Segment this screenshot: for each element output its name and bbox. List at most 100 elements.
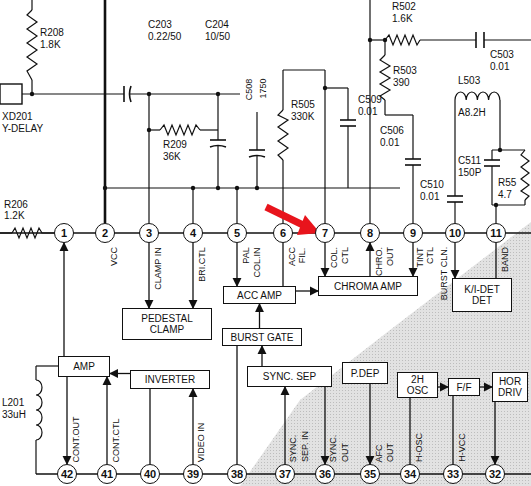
pin-name: COL. [330,247,339,268]
pin-circle: 38 [227,464,247,484]
pin-circle: 7 [315,223,335,243]
junction-dot [147,128,151,132]
pin-number: 10 [449,228,461,239]
resistor-symbol [27,10,37,80]
pin-circle: 8 [360,223,380,243]
pin-name: CTL [341,247,350,264]
component-label: R206 [4,200,28,210]
pin-number: 4 [190,228,196,239]
component-label: 1.2K [4,211,25,221]
pin-name: ACC [288,247,297,266]
pin-number: 32 [489,469,501,480]
signal-line [282,243,283,286]
function-block: SYNC. SEP [247,366,332,387]
wiring [495,205,496,223]
junction-dot [255,186,259,190]
component-label: R505 [291,100,315,110]
wiring [347,88,348,120]
signal-line [236,243,237,286]
component-label: C511 [458,156,481,166]
pin-circle: 11 [486,223,506,243]
function-block: PEDESTAL CLAMP [122,308,212,340]
pin-name: PAL [242,247,251,263]
wiring [491,166,492,205]
pin-number: 38 [231,469,243,480]
component-label: C510 [420,180,444,190]
junction-dot [216,92,220,96]
function-block: 2H OSC [397,372,438,398]
wiring [236,188,237,223]
wiring [412,165,413,223]
signal-line [296,290,318,291]
capacitor-symbol [475,32,477,48]
pin-name: BURST CLN. [440,247,449,300]
wiring [370,39,385,40]
wiring [420,39,476,40]
pin-circle: 36 [315,464,335,484]
wiring [36,365,58,366]
signal-line [148,243,149,308]
component-label: 0.22/50 [148,32,181,42]
pin-number: 33 [447,469,459,480]
signal-line [236,346,237,464]
wiring [491,150,492,160]
pin-circle: 40 [140,464,160,484]
component-label: XD201 [2,112,33,122]
pin-number: 34 [404,469,416,480]
pin-name: BAND [501,247,510,272]
function-block: CHROMA AMP [318,276,418,296]
vcc-bus [104,0,107,223]
component-label: 0.01 [380,138,399,148]
pin-number: 8 [367,228,373,239]
delay-line-symbol [0,84,22,104]
component-label: 330K [291,112,314,122]
pin-circle: 2 [95,223,115,243]
pin-name: CHRO. [375,247,384,276]
component-label: 36K [163,152,181,162]
junction-dot [30,38,502,207]
component-label: 10/50 [205,32,230,42]
pin-name: SYNC. [289,434,298,462]
pin-number: 3 [146,228,152,239]
wiring [524,200,525,205]
pin-number: 11 [490,228,502,239]
capacitor-symbol [447,195,463,197]
component-label: C506 [380,126,404,136]
component-label: C204 [205,20,229,30]
function-block: K/I-DET DET [452,278,512,312]
wiring [325,87,348,88]
pin-circle: 41 [97,464,117,484]
component-label: 0.01 [420,192,439,202]
signal-line [454,243,455,278]
block-name: F/F [457,382,472,393]
capacitor-symbol [484,165,500,167]
component-label: 0.01 [490,62,509,72]
resistor-symbol [380,55,390,100]
signal-line [149,389,150,464]
pin-circle: 4 [183,223,203,243]
pin-circle: 5 [227,223,247,243]
component-label: 1.6K [392,14,413,24]
component-label: R55 [498,178,516,188]
wiring [499,100,500,150]
pin-circle: 35 [360,464,380,484]
wiring [484,39,531,40]
pin-name: FIL. [298,247,307,263]
pin-name: TINT [416,247,425,267]
pin-number: 6 [280,228,286,239]
pin-number: 36 [319,469,331,480]
junction-dot [216,186,220,190]
junction-dot [368,38,372,42]
pin-name: SYNC. [329,434,338,462]
component-label: R503 [393,66,417,76]
wiring [130,93,240,94]
pin-number: 2 [102,228,108,239]
resistor-symbol [521,150,529,200]
block-name: ACC AMP [237,290,282,301]
junction-dot [191,186,195,190]
component-label: 1.8K [40,40,61,50]
wiring [282,70,283,110]
wiring [256,112,257,150]
component-label: L503 [458,76,480,86]
